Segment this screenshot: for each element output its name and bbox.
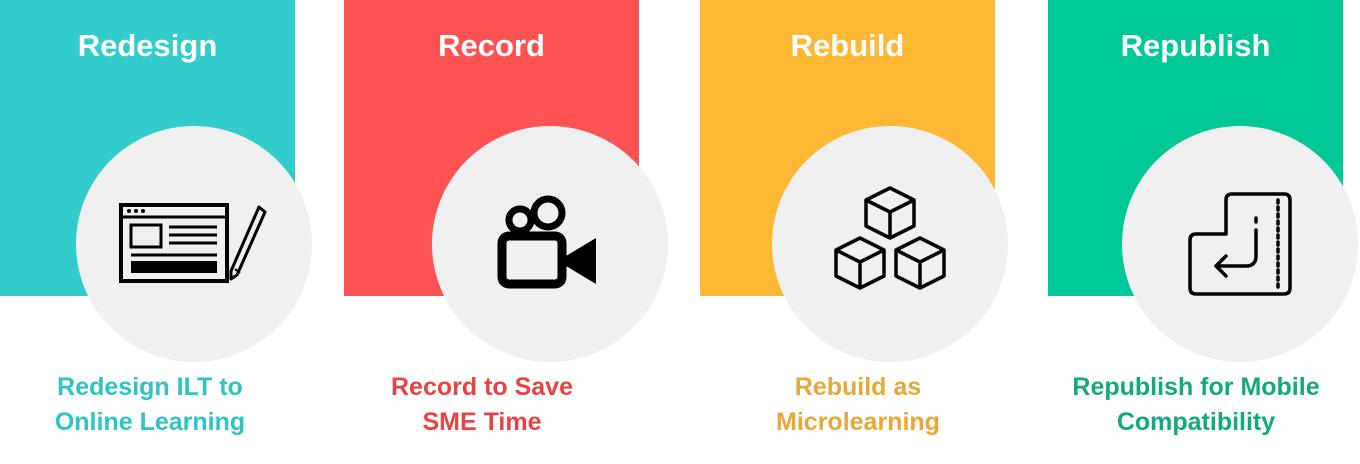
video-camera-icon — [497, 195, 596, 289]
step-caption: Rebuild as Microlearning — [688, 370, 1028, 440]
step-title: Redesign — [77, 28, 218, 63]
icon-circle — [772, 126, 1008, 362]
step-card-republish: Republish Republish for Mobile Compatibi… — [1048, 0, 1358, 464]
step-caption: Republish for Mobile Compatibility — [1026, 370, 1360, 440]
step-card-record: Record Record to Save SME Time — [344, 0, 668, 464]
icon-circle — [76, 126, 312, 362]
caption-line-1: Redesign ILT to — [57, 373, 243, 401]
icon-circle — [1122, 126, 1358, 362]
step-caption: Record to Save SME Time — [312, 370, 652, 440]
browser-window-pencil-icon — [119, 203, 267, 283]
step-card-redesign: Redesign Redesign ILT to Online Learning — [0, 0, 312, 464]
step-caption: Redesign ILT to Online Learning — [0, 370, 320, 440]
step-title: Republish — [1120, 28, 1271, 63]
caption-line-1: Republish for Mobile — [1072, 373, 1320, 401]
step-title: Record — [438, 28, 545, 63]
stacked-cubes-icon — [834, 186, 946, 290]
step-title: Rebuild — [790, 28, 905, 63]
caption-line-1: Rebuild as — [794, 373, 922, 401]
caption-line-2: SME Time — [422, 408, 542, 436]
step-card-rebuild: Rebuild Rebuild as Microlearning — [700, 0, 1008, 464]
caption-line-2: Online Learning — [54, 408, 246, 436]
icon-circle — [432, 126, 668, 362]
caption-line-2: Microlearning — [776, 408, 940, 436]
caption-line-1: Record to Save — [390, 373, 573, 401]
caption-line-2: Compatibility — [1116, 408, 1276, 436]
mobile-rotate-icon — [1188, 192, 1292, 296]
